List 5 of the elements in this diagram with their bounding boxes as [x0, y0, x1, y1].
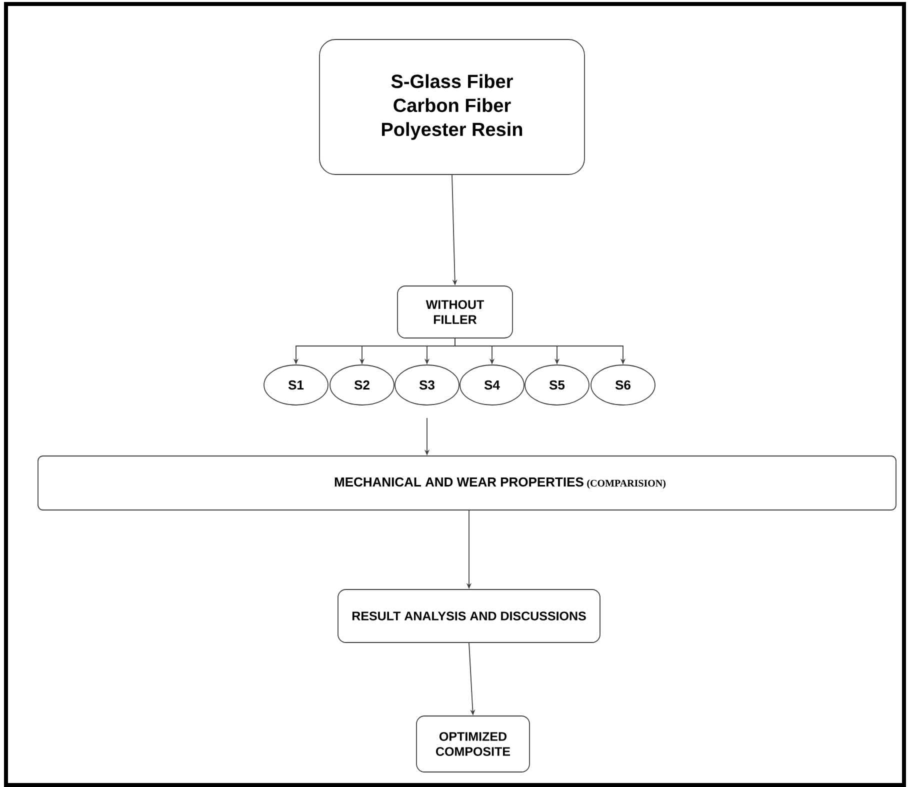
result-box: OPTIMIZED COMPOSITE [416, 716, 530, 772]
materials-box: S-Glass Fiber Carbon Fiber Polyester Resin [319, 39, 585, 175]
process-box: RESULT ANALYSIS AND DISCUSSIONS [338, 589, 600, 643]
process-box: MECHANICAL AND WEAR PROPERTIES (COMPARISION) [38, 456, 896, 510]
process-box: WITHOUT FILLER [397, 286, 513, 338]
